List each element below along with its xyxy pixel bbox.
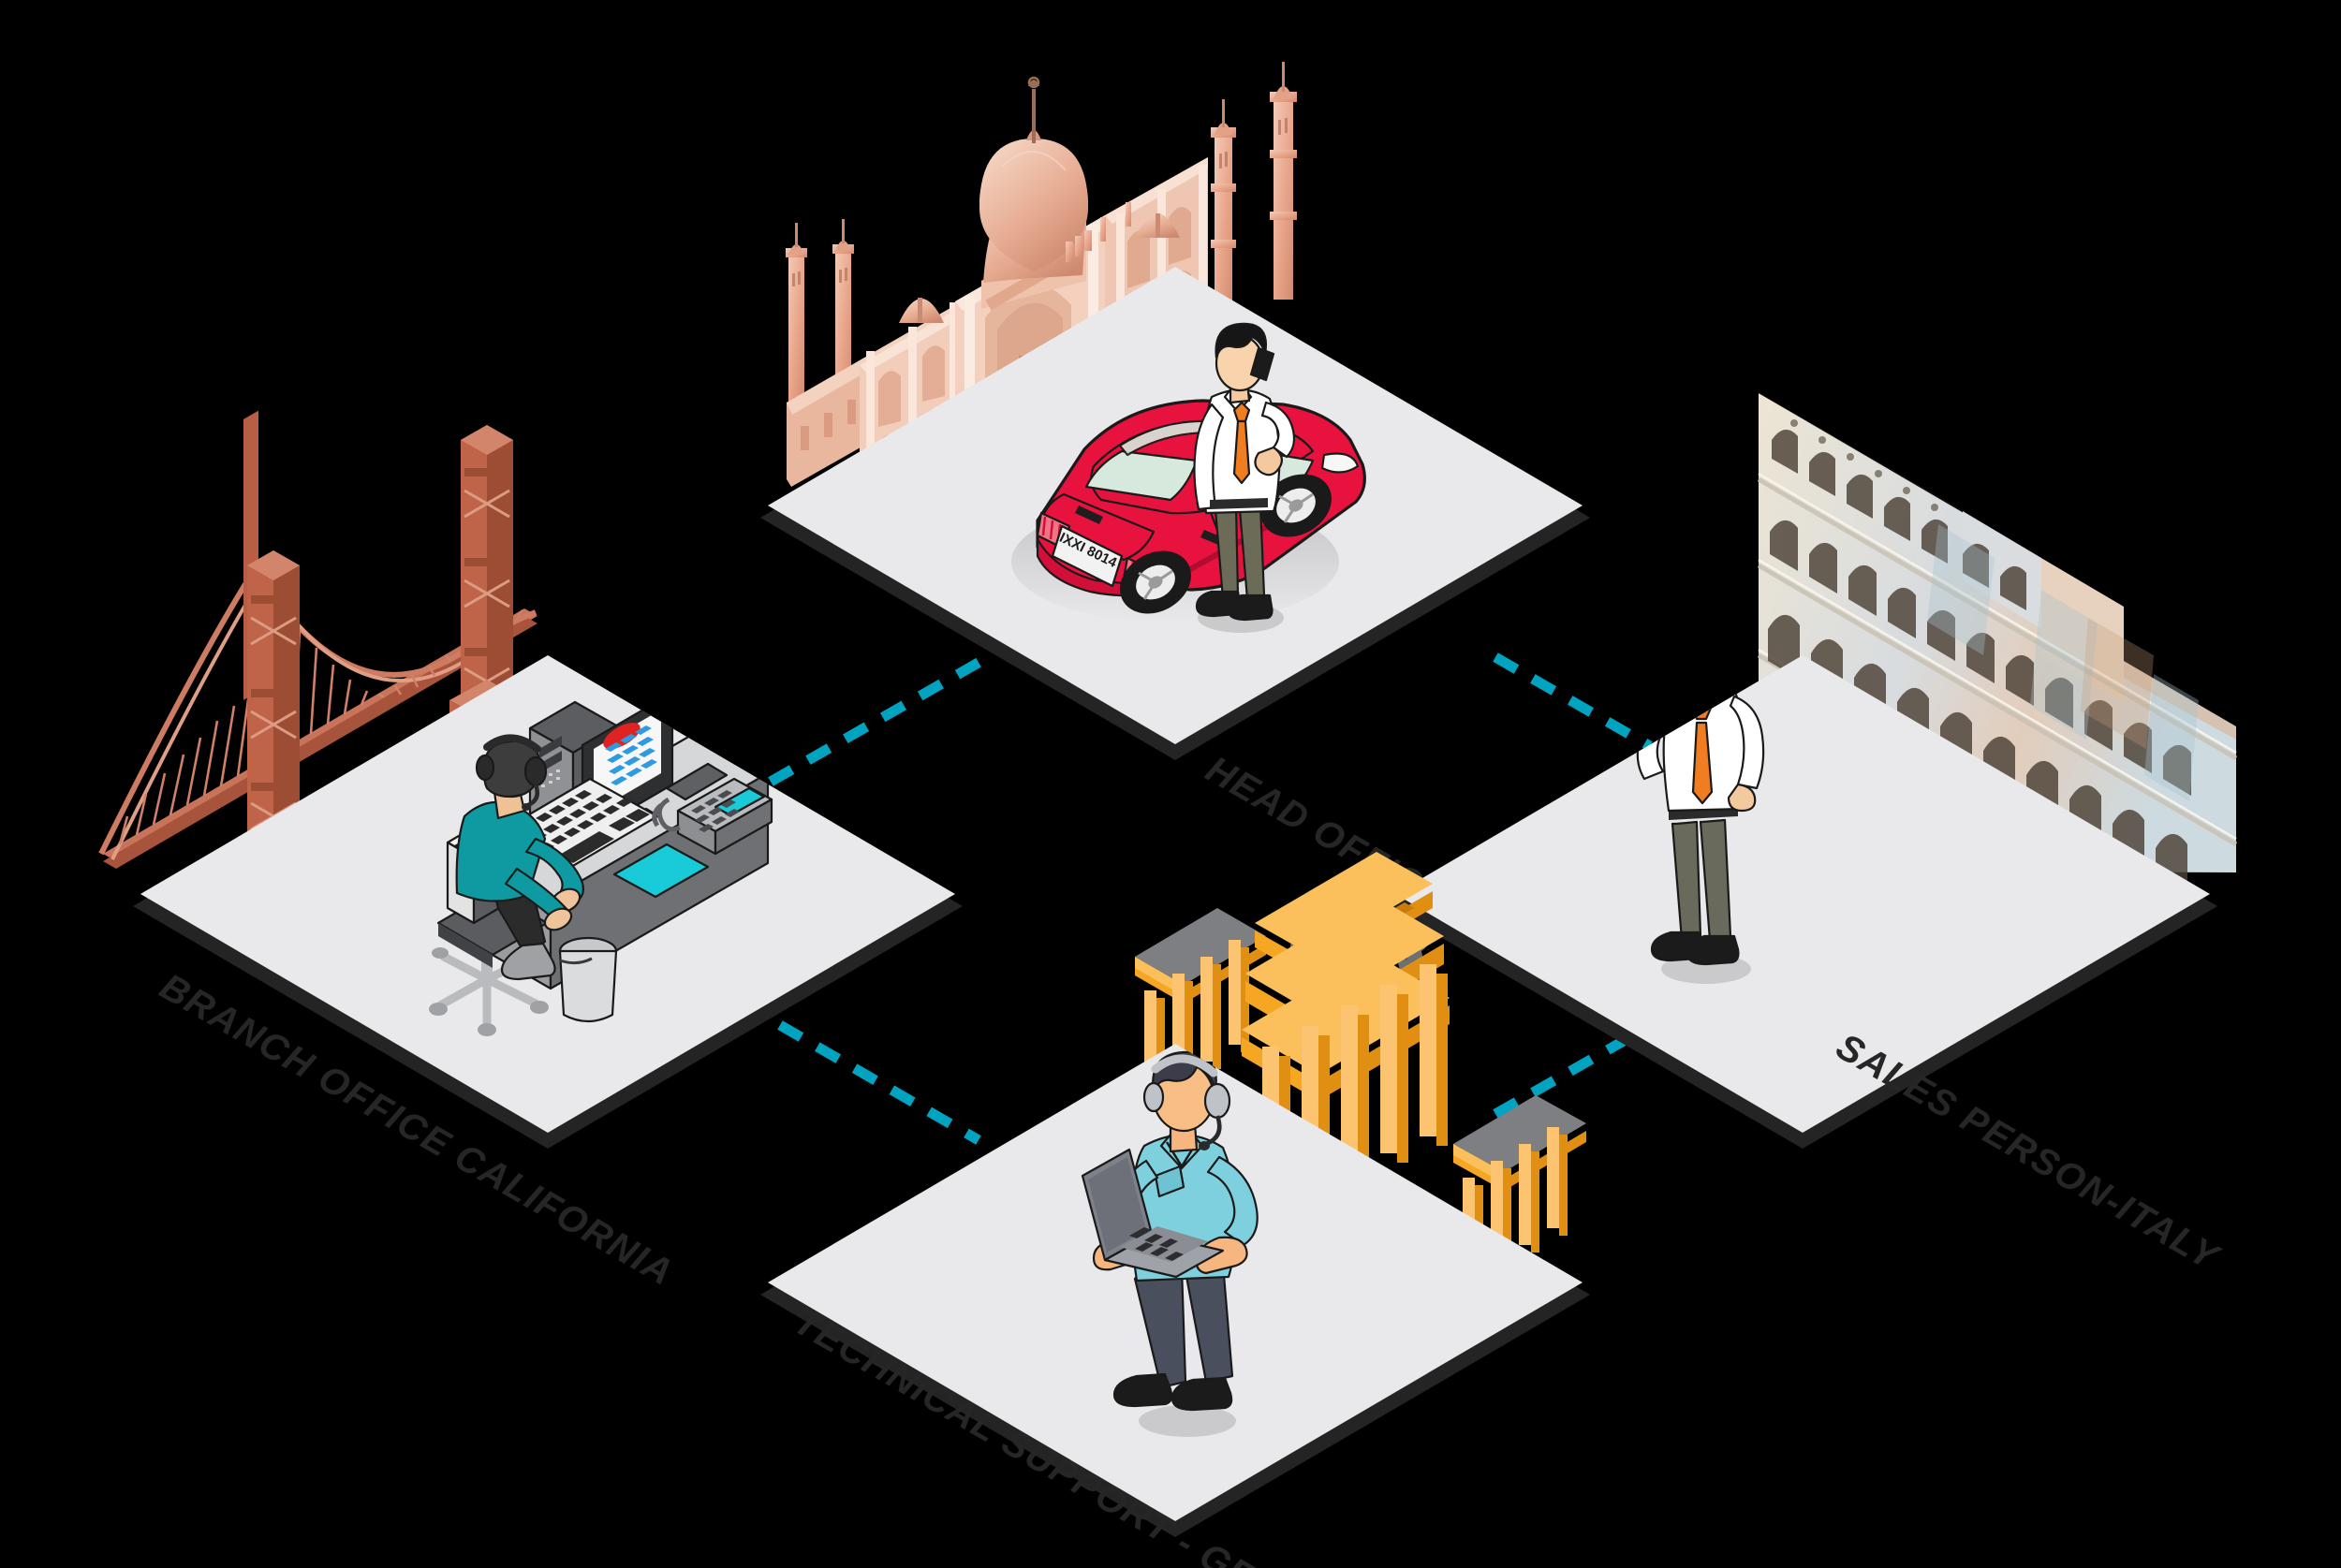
laptop: [1081, 1148, 1225, 1279]
person-call-center-agent: [455, 734, 585, 981]
rear-wheel: [1120, 550, 1191, 614]
gate-wing-left: [1135, 908, 1266, 1103]
connector-california-germany: [777, 1020, 981, 1145]
office-desk: [429, 691, 773, 1036]
node-technical-support-germany[interactable]: TECHNICAL SUPPORT - GERMANY: [760, 852, 1590, 1568]
monitor-screen-content: [603, 723, 657, 785]
gate-center: [1242, 852, 1450, 1213]
brandenburg-gate-landmark: [1135, 852, 1586, 1286]
waste-bin: [558, 936, 618, 1023]
connector-india-italy: [1493, 652, 1653, 751]
person-executive-india: [1193, 322, 1296, 633]
mousepad: [612, 843, 710, 899]
platform-italy: [1395, 655, 2210, 1133]
gate-wing-right: [1453, 1095, 1586, 1286]
desk-phone: [652, 762, 773, 856]
person-technical-support-germany: [1081, 1050, 1259, 1437]
node-head-office-india[interactable]: IXXI 8014: [760, 62, 1590, 980]
bridge-tower-left: [236, 410, 311, 878]
